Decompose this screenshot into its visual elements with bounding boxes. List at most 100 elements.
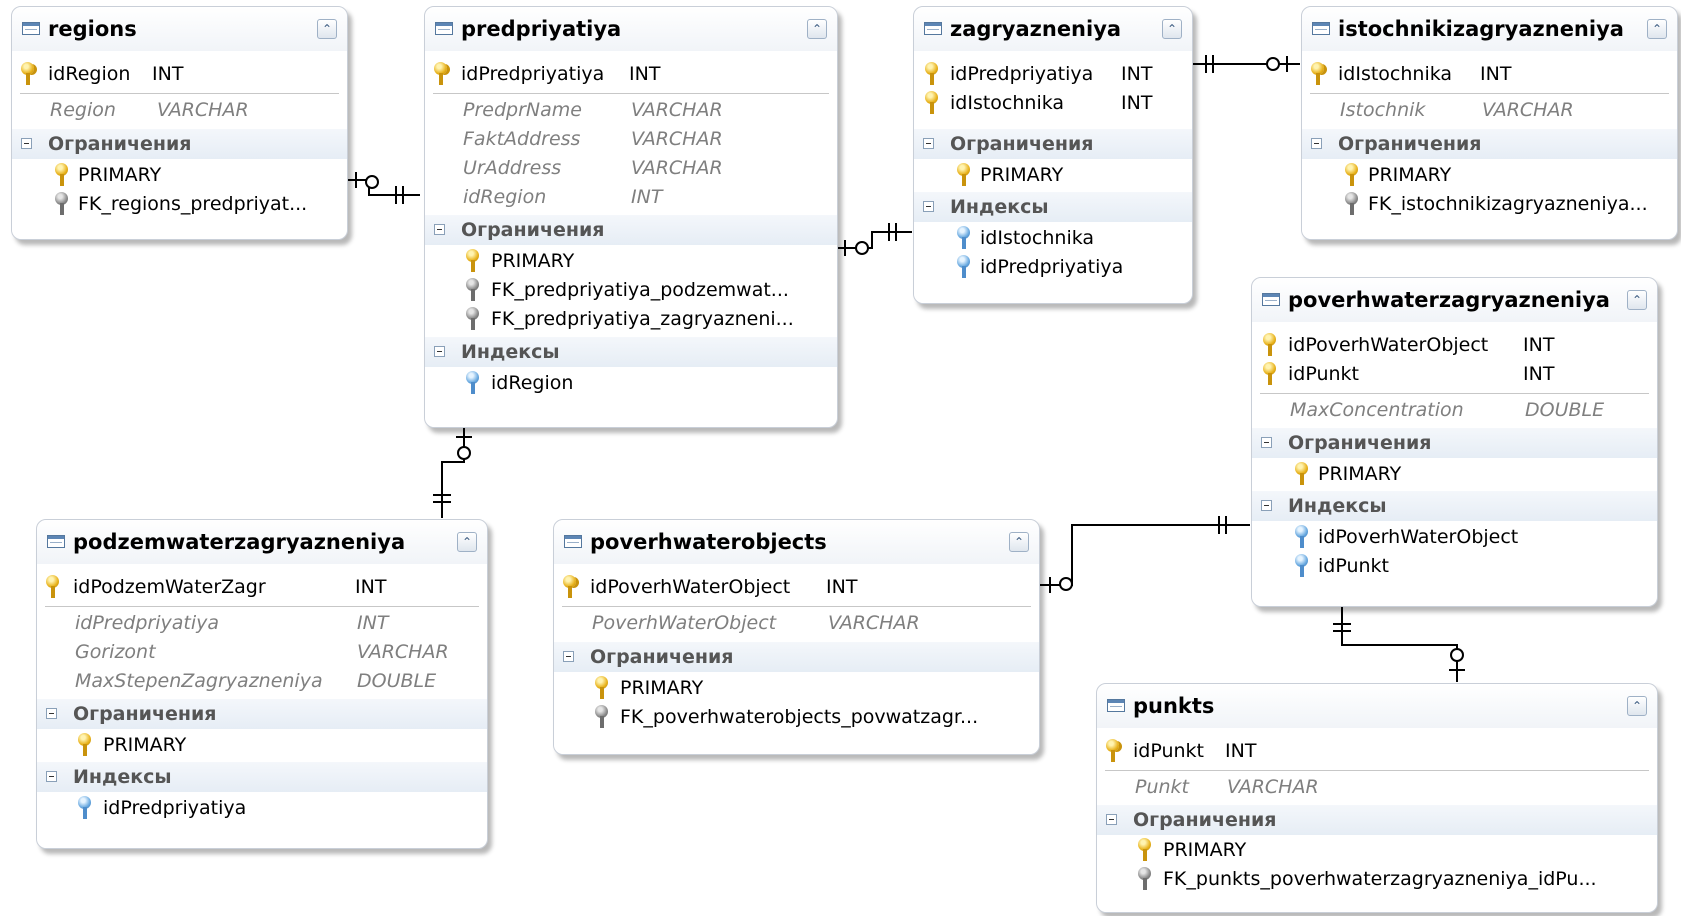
pk-column-row[interactable]: idPunkt INT — [1252, 360, 1657, 389]
collapse-section-icon[interactable] — [1261, 437, 1272, 448]
column-row[interactable]: FaktAddress VARCHAR — [425, 125, 837, 154]
collapse-chevron-icon[interactable]: ⌃ — [317, 19, 337, 39]
collapse-section-icon[interactable] — [1311, 138, 1322, 149]
table-header[interactable]: poverhwaterobjects ⌃ — [554, 520, 1039, 565]
column-name: idPoverhWaterObject — [1288, 334, 1489, 356]
table-header[interactable]: podzemwaterzagryazneniya ⌃ — [37, 520, 487, 565]
pk-column-row[interactable]: idPunkt INT — [1097, 737, 1657, 766]
section-header-constraints[interactable]: Ограничения — [914, 129, 1192, 159]
constraint-row[interactable]: PRIMARY — [914, 161, 1192, 190]
connector-zagryazneniya-istochniki — [1192, 55, 1300, 73]
collapse-chevron-icon[interactable]: ⌃ — [1162, 19, 1182, 39]
index-row[interactable]: idIstochnika — [914, 224, 1192, 253]
collapse-section-icon[interactable] — [1261, 500, 1272, 511]
column-row[interactable]: PredprName VARCHAR — [425, 96, 837, 125]
section-header-indexes[interactable]: Индексы — [914, 192, 1192, 222]
table-regions[interactable]: regions ⌃ idRegion INT Region VARCHAR Ог… — [11, 6, 348, 240]
constraint-row[interactable]: PRIMARY — [554, 674, 1039, 703]
column-row[interactable]: Region VARCHAR — [12, 96, 347, 125]
table-header[interactable]: zagryazneniya ⌃ — [914, 7, 1192, 52]
collapse-section-icon[interactable] — [434, 346, 445, 357]
section-header-indexes[interactable]: Индексы — [37, 762, 487, 792]
index-row[interactable]: idPredpriyatiya — [37, 794, 487, 823]
pk-column-row[interactable]: idPredpriyatiya INT — [425, 60, 837, 89]
table-poverhwaterobjects[interactable]: poverhwaterobjects ⌃ idPoverhWaterObject… — [553, 519, 1040, 755]
section-header-constraints[interactable]: Ограничения — [1252, 428, 1657, 458]
table-zagryazneniya[interactable]: zagryazneniya ⌃ idPredpriyatiya INT idIs… — [913, 6, 1193, 304]
table-punkts[interactable]: punkts ⌃ idPunkt INT Punkt VARCHAR Огран… — [1096, 683, 1658, 913]
collapse-chevron-icon[interactable]: ⌃ — [1627, 696, 1647, 716]
column-row[interactable]: Punkt VARCHAR — [1097, 773, 1657, 802]
section-header-constraints[interactable]: Ограничения — [12, 129, 347, 159]
section-header-constraints[interactable]: Ограничения — [1097, 805, 1657, 835]
column-name: idPodzemWaterZagr — [73, 576, 266, 598]
collapse-chevron-icon[interactable]: ⌃ — [1647, 19, 1667, 39]
collapse-section-icon[interactable] — [923, 201, 934, 212]
constraint-row[interactable]: FK_predpriyatiya_podzemwat... — [425, 276, 837, 305]
constraint-row[interactable]: PRIMARY — [12, 161, 347, 190]
collapse-section-icon[interactable] — [21, 138, 32, 149]
column-name: Punkt — [1135, 776, 1189, 798]
table-header[interactable]: regions ⌃ — [12, 7, 347, 52]
constraint-row[interactable]: FK_punkts_poverhwaterzagryazneniya_idPu.… — [1097, 865, 1657, 894]
column-type: INT — [1523, 363, 1555, 385]
constraint-row[interactable]: FK_predpriyatiya_zagryazneni... — [425, 305, 837, 334]
column-row[interactable]: MaxStepenZagryazneniya DOUBLE — [37, 667, 487, 696]
table-body: idPoverhWaterObject INT idPunkt INT MaxC… — [1252, 322, 1657, 606]
column-name: idPoverhWaterObject — [590, 576, 791, 598]
collapse-section-icon[interactable] — [434, 224, 445, 235]
pk-column-row[interactable]: idIstochnika INT — [914, 89, 1192, 118]
collapse-section-icon[interactable] — [46, 708, 57, 719]
table-header[interactable]: predpriyatiya ⌃ — [425, 7, 837, 52]
pk-column-row[interactable]: idPoverhWaterObject INT — [554, 573, 1039, 602]
table-header[interactable]: punkts ⌃ — [1097, 684, 1657, 729]
collapse-section-icon[interactable] — [1106, 814, 1117, 825]
constraint-name: PRIMARY — [103, 734, 187, 756]
constraint-row[interactable]: PRIMARY — [37, 731, 487, 760]
table-header[interactable]: istochnikizagryazneniya ⌃ — [1302, 7, 1677, 52]
index-row[interactable]: idRegion — [425, 369, 837, 398]
section-header-constraints[interactable]: Ограничения — [1302, 129, 1677, 159]
pk-column-row[interactable]: idPredpriyatiya INT — [914, 60, 1192, 89]
index-row[interactable]: idPunkt — [1252, 552, 1657, 581]
table-poverhwaterzagryazneniya[interactable]: poverhwaterzagryazneniya ⌃ idPoverhWater… — [1251, 277, 1658, 607]
section-header-constraints[interactable]: Ограничения — [425, 215, 837, 245]
constraint-row[interactable]: PRIMARY — [1302, 161, 1677, 190]
collapse-section-icon[interactable] — [923, 138, 934, 149]
section-header-indexes[interactable]: Индексы — [1252, 491, 1657, 521]
constraint-row[interactable]: FK_poverhwaterobjects_povwatzagr... — [554, 703, 1039, 732]
column-row[interactable]: UrAddress VARCHAR — [425, 154, 837, 183]
pk-column-row[interactable]: idPodzemWaterZagr INT — [37, 573, 487, 602]
index-row[interactable]: idPoverhWaterObject — [1252, 523, 1657, 552]
section-header-constraints[interactable]: Ограничения — [37, 699, 487, 729]
column-row[interactable]: MaxConcentration DOUBLE — [1252, 396, 1657, 425]
column-row[interactable]: Istochnik VARCHAR — [1302, 96, 1677, 125]
index-row[interactable]: idPredpriyatiya — [914, 253, 1192, 282]
column-type: INT — [1121, 63, 1153, 85]
constraint-row[interactable]: PRIMARY — [425, 247, 837, 276]
section-header-constraints[interactable]: Ограничения — [554, 642, 1039, 672]
column-row[interactable]: Gorizont VARCHAR — [37, 638, 487, 667]
column-row[interactable]: idRegion INT — [425, 183, 837, 212]
column-row[interactable]: idPredpriyatiya INT — [37, 609, 487, 638]
constraint-row[interactable]: FK_istochnikizagryazneniya... — [1302, 190, 1677, 219]
table-header[interactable]: poverhwaterzagryazneniya ⌃ — [1252, 278, 1657, 323]
column-row[interactable]: PoverhWaterObject VARCHAR — [554, 609, 1039, 638]
collapse-section-icon[interactable] — [563, 651, 574, 662]
pk-column-row[interactable]: idIstochnika INT — [1302, 60, 1677, 89]
section-header-indexes[interactable]: Индексы — [425, 337, 837, 367]
collapse-section-icon[interactable] — [46, 771, 57, 782]
constraint-row[interactable]: FK_regions_predpriyat... — [12, 190, 347, 219]
collapse-chevron-icon[interactable]: ⌃ — [807, 19, 827, 39]
pk-column-row[interactable]: idRegion INT — [12, 60, 347, 89]
constraint-row[interactable]: PRIMARY — [1097, 836, 1657, 865]
collapse-chevron-icon[interactable]: ⌃ — [1009, 532, 1029, 552]
table-predpriyatiya[interactable]: predpriyatiya ⌃ idPredpriyatiya INT Pred… — [424, 6, 838, 428]
column-name: idPredpriyatiya — [950, 63, 1094, 85]
table-istochnikizagryazneniya[interactable]: istochnikizagryazneniya ⌃ idIstochnika I… — [1301, 6, 1678, 240]
pk-column-row[interactable]: idPoverhWaterObject INT — [1252, 331, 1657, 360]
collapse-chevron-icon[interactable]: ⌃ — [1627, 290, 1647, 310]
constraint-row[interactable]: PRIMARY — [1252, 460, 1657, 489]
collapse-chevron-icon[interactable]: ⌃ — [457, 532, 477, 552]
table-podzemwaterzagryazneniya[interactable]: podzemwaterzagryazneniya ⌃ idPodzemWater… — [36, 519, 488, 849]
